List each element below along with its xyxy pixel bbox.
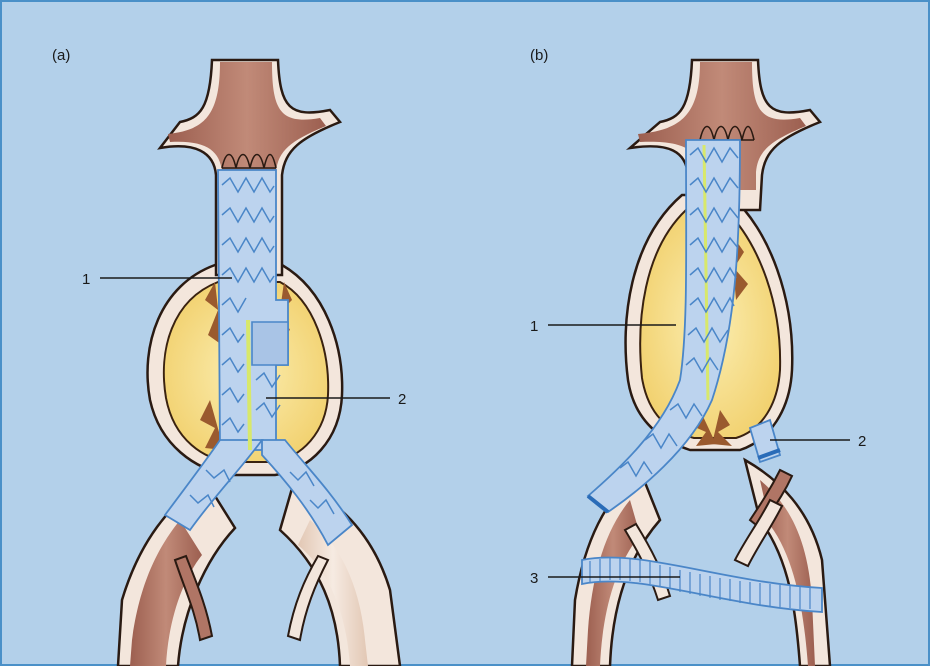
panel-a-label: (a) — [52, 47, 70, 64]
panel-b-label: (b) — [530, 47, 548, 64]
svg-text:1: 1 — [530, 318, 538, 335]
svg-text:2: 2 — [398, 391, 406, 408]
svg-text:3: 3 — [530, 570, 538, 587]
svg-text:2: 2 — [858, 433, 866, 450]
svg-text:1: 1 — [82, 271, 90, 288]
